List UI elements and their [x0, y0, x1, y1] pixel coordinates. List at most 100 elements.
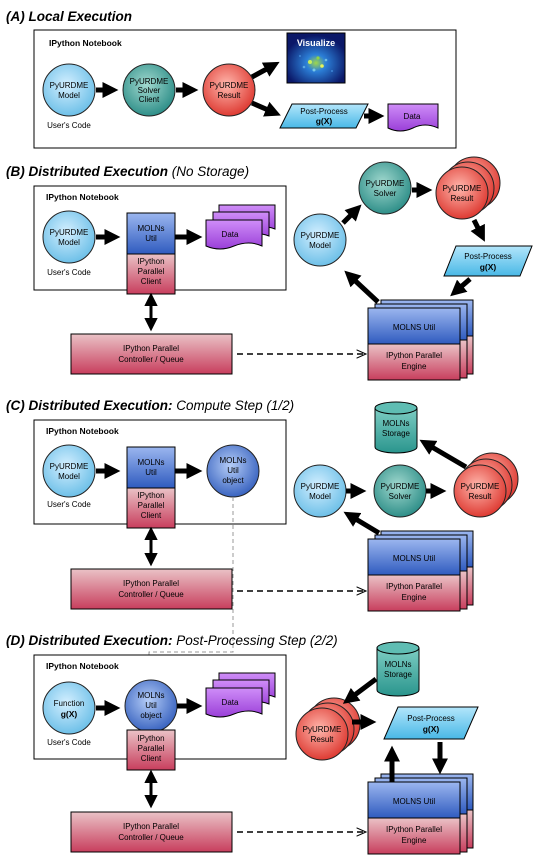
node-label: Model — [58, 238, 80, 247]
node-label: Result — [311, 735, 334, 744]
pyurdme-result-node — [202, 63, 256, 117]
users-code-label: User's Code — [47, 500, 91, 509]
panel-subtitle: Compute Step (1/2) — [173, 398, 295, 413]
ipython-client-box — [126, 729, 176, 771]
node-label: Model — [58, 472, 80, 481]
arrow — [341, 204, 362, 225]
gx-label: g(X) — [423, 724, 440, 734]
box-label: Controller / Queue — [118, 833, 184, 842]
box-label: MOLNs — [137, 224, 164, 233]
node-label: Model — [309, 492, 331, 501]
pyurdme-model-node — [42, 63, 96, 117]
box-label: IPython — [137, 257, 164, 266]
box-label: Engine — [402, 593, 427, 602]
node-label: object — [140, 711, 162, 720]
ipython-client-box — [126, 487, 176, 529]
box-label: Controller / Queue — [118, 355, 184, 364]
pyurdme-model-node — [42, 210, 96, 264]
box-label: IPython Parallel — [123, 822, 179, 831]
pyurdme-model-node — [293, 213, 347, 267]
pyurdme-model-node — [293, 464, 347, 518]
box-label: IPython — [137, 734, 164, 743]
box-label: Engine — [402, 836, 427, 845]
pyurdme-solver-client-node — [122, 63, 176, 117]
users-code-label: User's Code — [47, 738, 91, 747]
box-label: IPython Parallel — [386, 825, 442, 834]
panel-d-heading: (D) Distributed Execution: Post-Processi… — [6, 633, 338, 648]
box-label: IPython Parallel — [386, 351, 442, 360]
data-document-stack — [205, 672, 276, 718]
panel-a-heading: (A) Local Execution — [6, 9, 132, 24]
panel-b: (B) Distributed Execution (No Storage) I… — [6, 156, 533, 381]
pyurdme-model-node — [42, 444, 96, 498]
node-label: Result — [469, 492, 492, 501]
box-label: Controller / Queue — [118, 590, 184, 599]
controller-queue-box — [70, 568, 233, 610]
node-label: PyURDME — [443, 184, 482, 193]
box-label: IPython — [137, 491, 164, 500]
users-code-label: User's Code — [47, 268, 91, 277]
arrow — [470, 218, 485, 242]
panel-title: Local Execution — [29, 9, 133, 24]
node-label: object — [222, 476, 244, 485]
panel-b-heading: (B) Distributed Execution (No Storage) — [6, 164, 249, 179]
engine-stack — [367, 773, 474, 855]
arrow — [450, 277, 472, 297]
node-label: PyURDME — [301, 231, 340, 240]
box-label: Parallel — [138, 501, 165, 510]
box-label: Util — [145, 468, 157, 477]
panel-a: (A) Local Execution IPython Notebook PyU… — [6, 9, 457, 149]
panel-d: (D) Distributed Execution: Post-Processi… — [6, 633, 479, 855]
box-label: Parallel — [138, 744, 165, 753]
data-label: Data — [404, 112, 421, 121]
node-label: Solver — [389, 492, 412, 501]
node-label: Storage — [384, 670, 413, 679]
molns-storage-cylinder — [374, 401, 418, 454]
node-label: PyURDME — [50, 462, 89, 471]
box-label: IPython Parallel — [386, 582, 442, 591]
box-label: Client — [141, 511, 162, 520]
gx-label: g(X) — [316, 116, 333, 126]
node-label: Storage — [382, 429, 411, 438]
notebook-title: IPython Notebook — [46, 192, 119, 202]
node-label: Model — [58, 91, 80, 100]
post-process-label: Post-Process — [300, 107, 348, 116]
visualize-image — [286, 32, 346, 84]
node-label: PyURDME — [50, 81, 89, 90]
node-label: Model — [309, 241, 331, 250]
notebook-title: IPython Notebook — [46, 426, 119, 436]
node-label: MOLNs — [382, 419, 409, 428]
visualize-label: Visualize — [297, 38, 335, 48]
data-document-stack — [205, 204, 276, 250]
box-label: Util — [145, 234, 157, 243]
engine-stack — [367, 530, 474, 612]
arrow — [344, 270, 380, 304]
box-label: Client — [141, 754, 162, 763]
arrow — [343, 511, 381, 536]
node-label: PyURDME — [50, 228, 89, 237]
box-label: Engine — [402, 362, 427, 371]
data-label: Data — [222, 230, 239, 239]
panel-c-heading: (C) Distributed Execution: Compute Step … — [6, 398, 294, 413]
box-label: Parallel — [138, 267, 165, 276]
gx-label: g(X) — [480, 262, 497, 272]
panel-tag: (C) — [6, 398, 25, 413]
box-label: IPython Parallel — [123, 344, 179, 353]
post-process-shape — [279, 103, 369, 129]
node-label: PyURDME — [130, 77, 169, 86]
pyurdme-result-stack — [435, 156, 501, 220]
node-label: PyURDME — [301, 482, 340, 491]
panel-subtitle: Post-Processing Step (2/2) — [173, 633, 338, 648]
box-label: MOLNS Util — [393, 797, 435, 806]
arrow — [251, 100, 281, 117]
post-process-label: Post-Process — [464, 252, 512, 261]
engine-stack — [367, 299, 474, 381]
node-label: Solver — [374, 189, 397, 198]
pyurdme-solver-node — [358, 161, 412, 215]
data-label: Data — [222, 698, 239, 707]
panel-subtitle: (No Storage) — [168, 164, 249, 179]
node-label: Result — [218, 91, 241, 100]
box-label: IPython Parallel — [123, 579, 179, 588]
node-label: Client — [139, 95, 160, 104]
box-label: MOLNS Util — [393, 554, 435, 563]
